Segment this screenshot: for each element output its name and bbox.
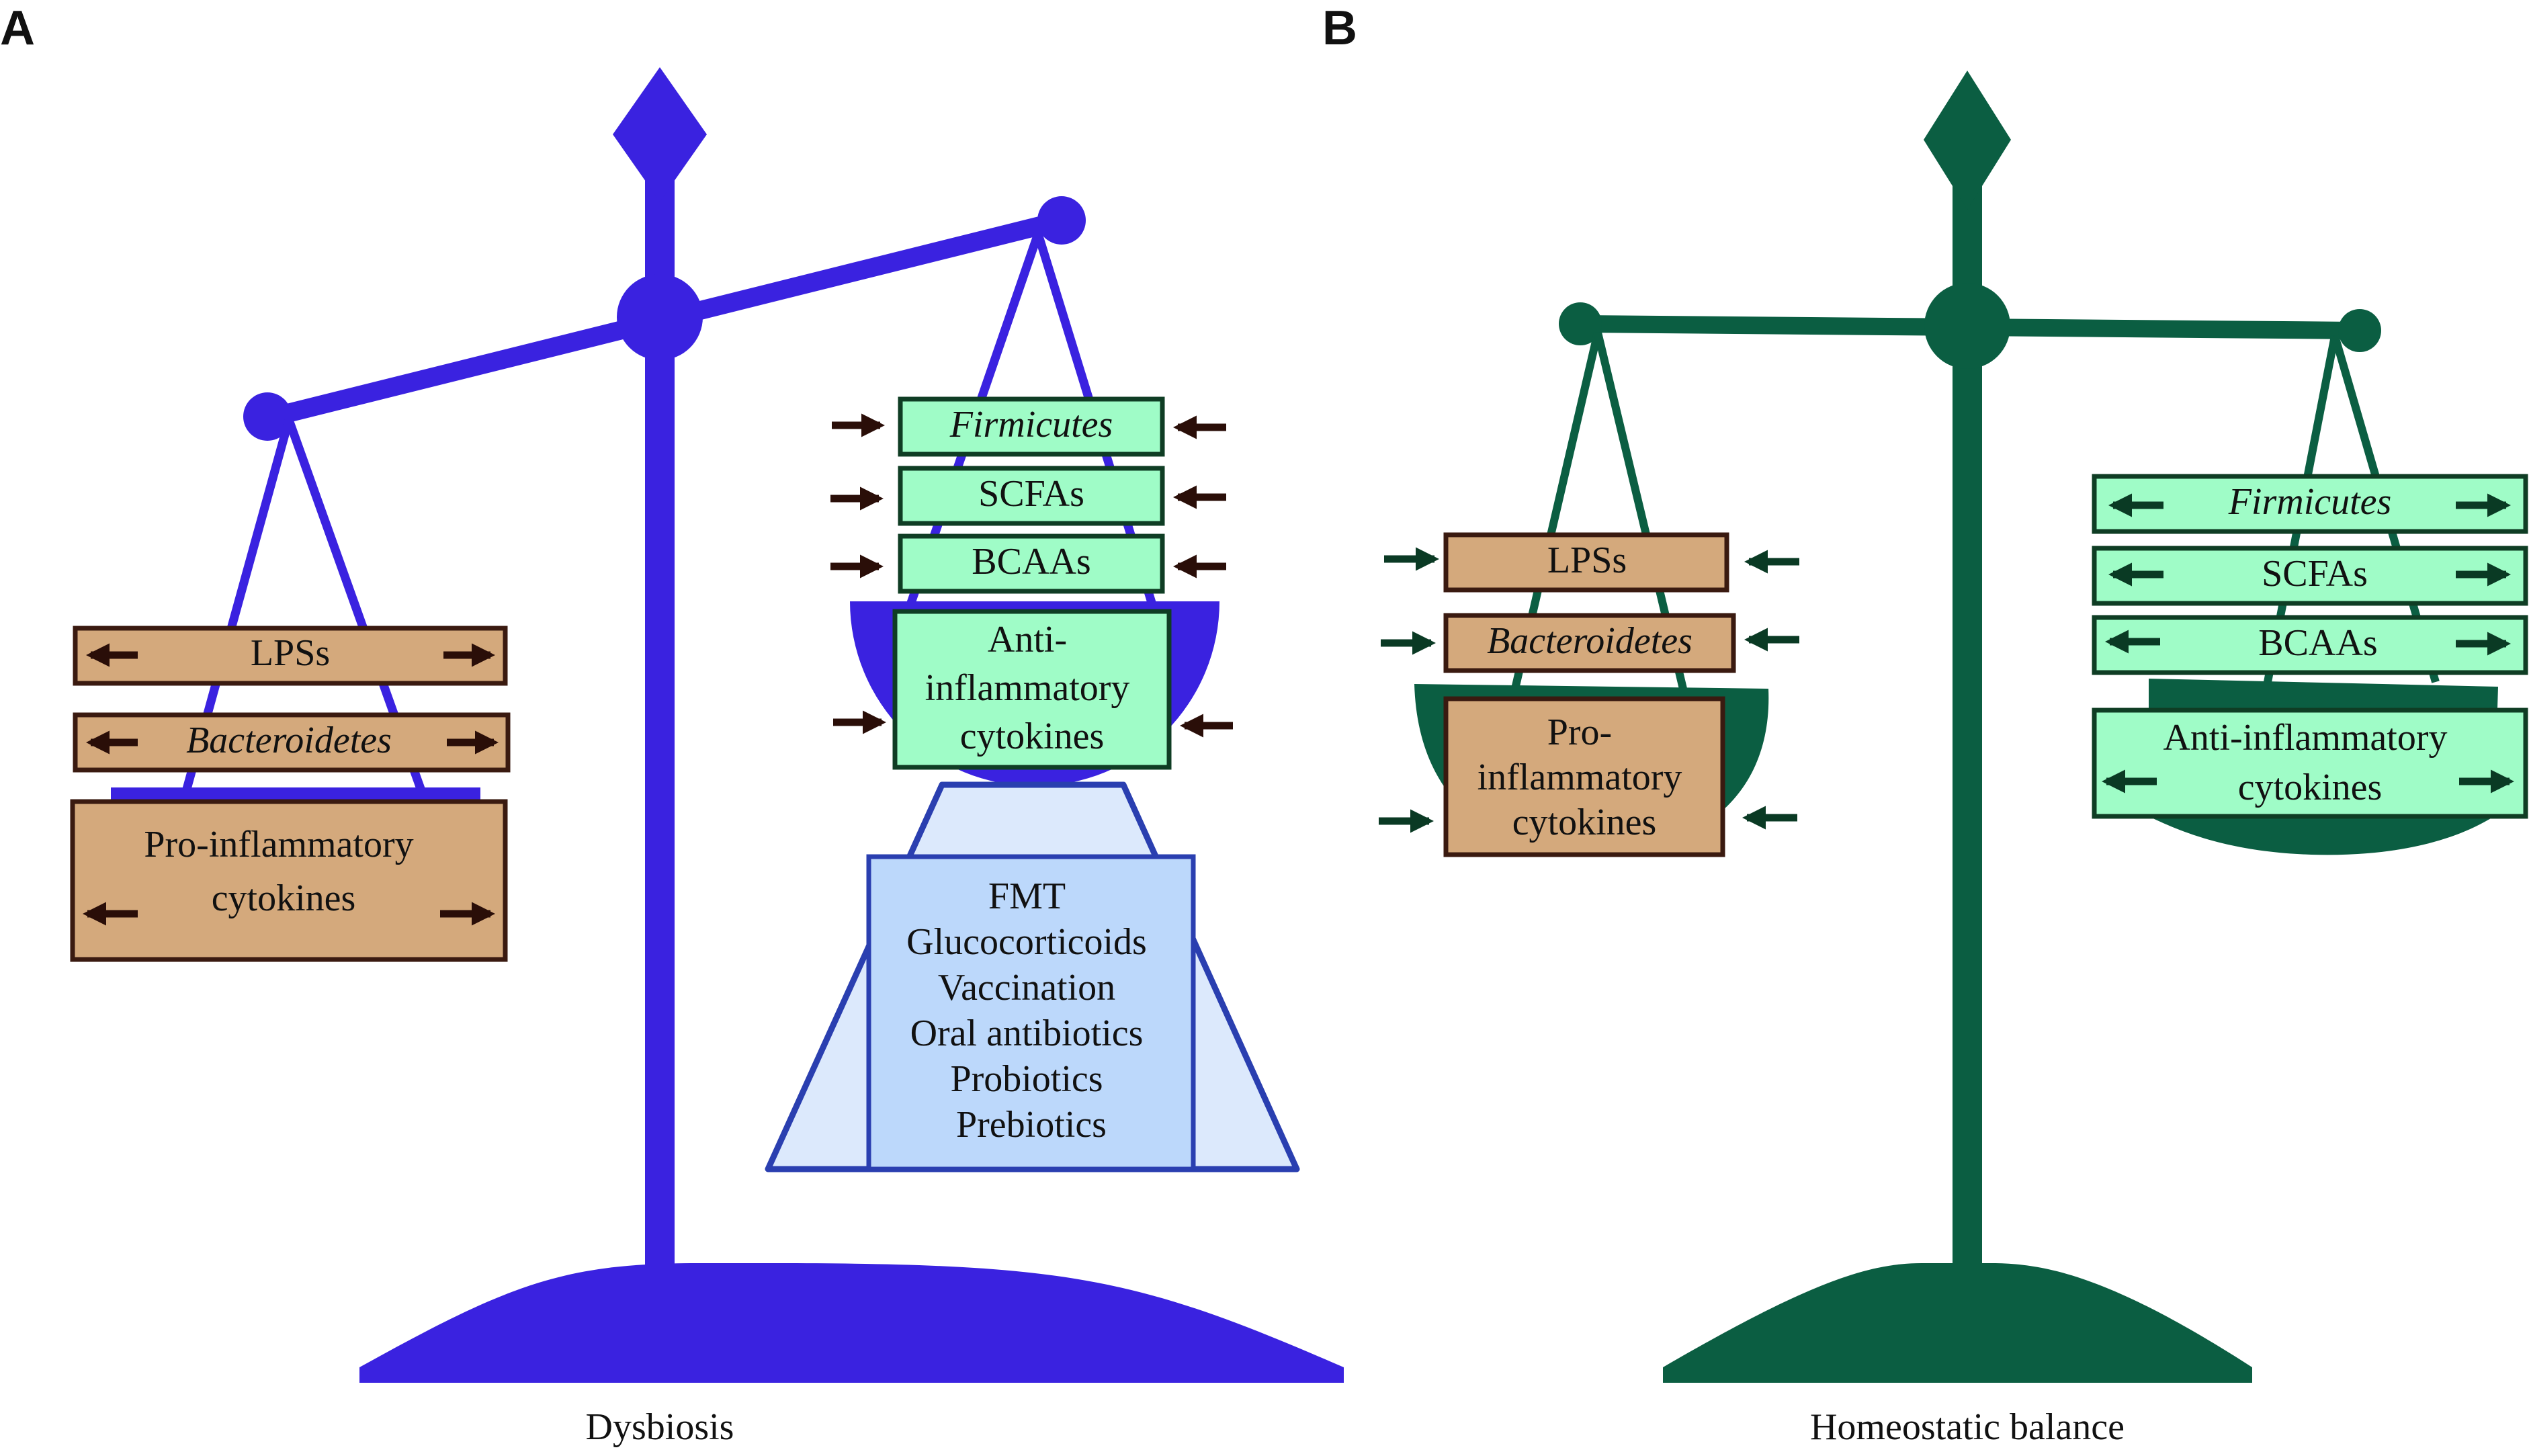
panel-a-beam-end-right: [1037, 196, 1086, 245]
panel-b-anti-cytokines-line: cytokines: [2238, 767, 2383, 808]
panel-b-right-pan-items: Firmicutes SCFAs BCAAs Anti-inflammatory: [2092, 474, 2528, 819]
panel-b-pro-cytokines-line: cytokines: [1512, 802, 1657, 843]
panel-b-bacteroidetes-label: Bacteroidetes: [1487, 620, 1692, 662]
panel-b-pro-cytokines-box: Pro- inflammatory cytokines: [1379, 696, 1797, 857]
panel-b-lps-box: LPSs: [1384, 532, 1799, 593]
panel-b-firmicutes-label: Firmicutes: [2228, 481, 2392, 523]
panel-b-beam-end-right: [2338, 309, 2381, 352]
panel-a-anti-cytokines-line: inflammatory: [925, 667, 1130, 709]
panel-a-scfas-label: SCFAs: [978, 473, 1084, 515]
panel-a-firmicutes-label: Firmicutes: [949, 404, 1113, 445]
panel-b-anti-cytokines-box: Anti-inflammatory cytokines: [2092, 708, 2528, 819]
panel-b-lps-label: LPSs: [1547, 540, 1627, 581]
treatment-item: Prebiotics: [956, 1104, 1107, 1146]
treatment-item: FMT: [988, 875, 1066, 917]
panel-a-treatments-box: FMT Glucocorticoids Vaccination Oral ant…: [866, 854, 1196, 1172]
panel-a-left-pan: [111, 787, 480, 802]
panel-b-bacteroidetes-box: Bacteroidetes: [1381, 613, 1799, 673]
panel-a-bcaas-box: BCAAs: [830, 533, 1226, 594]
treatment-item: Oral antibiotics: [910, 1013, 1144, 1054]
panel-a-lps-label: LPSs: [251, 632, 330, 674]
panel-a-caption: Dysbiosis: [586, 1406, 734, 1448]
panel-a-bacteroidetes-box: Bacteroidetes: [73, 712, 511, 773]
panel-a-right-pan-items: Firmicutes SCFAs BCAAs Anti- inf: [830, 396, 1233, 770]
panel-b-pro-cytokines-line: Pro-: [1547, 712, 1612, 753]
panel-a-firmicutes-box: Firmicutes: [832, 396, 1226, 457]
panel-b-scale-pivot: [1924, 283, 2010, 369]
panel-a-bcaas-label: BCAAs: [972, 541, 1090, 583]
panel-b-caption: Homeostatic balance: [1810, 1406, 2125, 1448]
panel-b-beam-end-left: [1559, 302, 1602, 345]
panel-b-scale-base: [1663, 1263, 2252, 1383]
panel-b-scale-finial: [1924, 71, 2011, 210]
treatment-item: Probiotics: [950, 1058, 1103, 1100]
panel-a-pro-cytokines-line: cytokines: [212, 877, 356, 919]
treatment-item: Glucocorticoids: [906, 921, 1147, 963]
panel-a-treatments-list: FMT Glucocorticoids Vaccination Oral ant…: [906, 875, 1156, 1146]
panel-b-pro-cytokines-line: inflammatory: [1477, 757, 1682, 798]
panel-b-bcaas-box: BCAAs: [2092, 615, 2528, 675]
panel-a-left-pan-items: LPSs Bacteroidetes Pro-inflammatory cyto…: [70, 626, 511, 962]
panel-b: B LPSs: [1322, 1, 2528, 1448]
panel-a-letter: A: [0, 1, 35, 55]
panel-b-scfas-label: SCFAs: [2262, 553, 2368, 595]
panel-a-anti-cytokines-box: Anti- inflammatory cytokines: [833, 609, 1233, 770]
panel-a-pro-cytokines-box: Pro-inflammatory cytokines: [70, 799, 508, 962]
panel-b-bcaas-label: BCAAs: [2258, 622, 2377, 664]
panel-a-scale-pivot: [617, 274, 703, 360]
svg-text:Anti-inflammatory cy: Anti-inflammatory cytokines: [2163, 717, 2456, 808]
panel-a-anti-cytokines-line: Anti-: [988, 619, 1067, 660]
panel-b-anti-cytokines-line: Anti-inflammatory: [2163, 717, 2447, 759]
panel-a: A LPSs: [0, 1, 1344, 1448]
panel-a-pro-cytokines-line: Pro-inflammatory: [144, 824, 413, 865]
panel-b-scfas-box: SCFAs: [2092, 546, 2528, 606]
panel-a-scale-finial: [613, 67, 707, 202]
panel-a-scale-base: [359, 1263, 1344, 1383]
panel-b-letter: B: [1322, 1, 1357, 55]
panel-a-beam-end-left: [243, 392, 292, 441]
panel-b-firmicutes-box: Firmicutes: [2092, 474, 2528, 534]
svg-text:Anti- inflammatory: Anti- inflammatory cytokines: [925, 619, 1140, 757]
panel-a-lps-box: LPSs: [73, 626, 508, 686]
panel-a-scfas-box: SCFAs: [830, 466, 1226, 526]
svg-text:Pro- inflammatory: Pro- inflammatory cytokines: [1477, 712, 1692, 843]
treatment-item: Vaccination: [938, 967, 1115, 1009]
panel-a-anti-cytokines-line: cytokines: [960, 716, 1105, 757]
panel-b-left-pan-items: LPSs Bacteroidetes Pro- inflammatory cyt…: [1379, 532, 1799, 857]
panel-a-bacteroidetes-label: Bacteroidetes: [186, 720, 392, 761]
svg-text:Pro-inflammatory cyt: Pro-inflammatory cytokines: [144, 824, 423, 919]
